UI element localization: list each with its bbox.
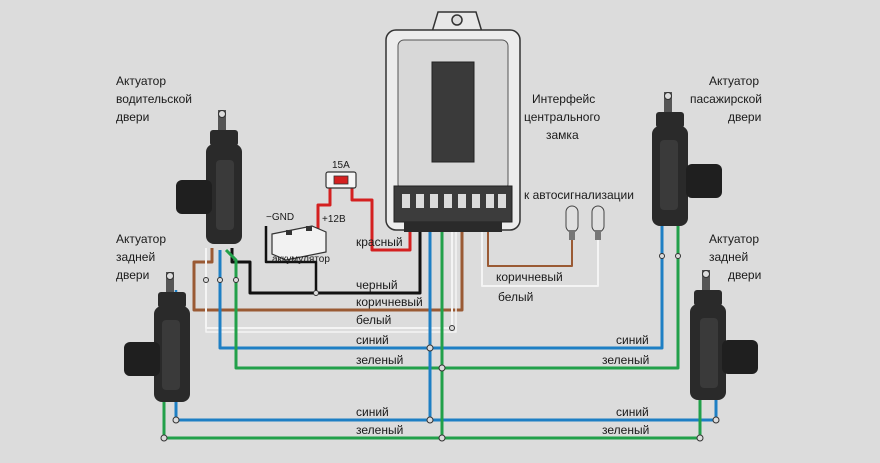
rear-left-actuator-label-2: задней [116, 250, 155, 264]
gnd-wire [264, 226, 318, 293]
wire-label-black: черный [356, 278, 398, 292]
driver-actuator-label-3: двери [116, 110, 149, 124]
brown-wire [192, 232, 464, 312]
passenger-actuator-label-2: пасажирской [690, 92, 762, 106]
green-wire-bottom [162, 400, 702, 440]
gnd-label: −GND [266, 212, 294, 223]
rear-right-actuator-label-3: двери [728, 268, 761, 282]
rear-left-actuator [124, 272, 190, 402]
wire-label-blue-mid-right: синий [616, 333, 649, 347]
black-wire [230, 232, 422, 295]
wire-label-green-bot-left: зеленый [356, 423, 403, 437]
interface-label-3: замка [546, 128, 579, 142]
driver-actuator-label-1: Актуатор [116, 74, 166, 88]
rear-right-actuator-label-1: Актуатор [709, 232, 759, 246]
junctions [160, 253, 720, 442]
rear-right-actuator-label-2: задней [709, 250, 748, 264]
passenger-actuator-label-3: двери [728, 110, 761, 124]
wire-label-blue-bot-right: синий [616, 405, 649, 419]
actuator-labels: Актуатор водительской двери Актуатор зад… [116, 74, 762, 282]
white-wire-lower [205, 232, 457, 333]
wire-label-blue-mid-left: синий [356, 333, 389, 347]
green-wire-mid [224, 226, 680, 370]
wire-label-blue-bot-left: синий [356, 405, 389, 419]
wire-label-white-left: белый [356, 313, 391, 327]
interface-labels: Интерфейс центрального замка к автосигна… [524, 92, 634, 202]
wire-label-green-mid-left: зеленый [356, 353, 403, 367]
interface-label-1: Интерфейс [532, 92, 595, 106]
fuse-label: 15А [332, 160, 350, 171]
wire-label-white-right: белый [498, 290, 533, 304]
power-labels: 15А +12В −GND аккумулятор [266, 160, 350, 265]
alarm-connectors [565, 205, 605, 240]
wire-label-green-mid-right: зеленый [602, 353, 649, 367]
passenger-actuator [652, 92, 722, 226]
blue-wire-bottom [174, 400, 718, 422]
brown-wire-alarm [487, 226, 573, 267]
battery [271, 225, 327, 261]
white-wire [205, 232, 453, 329]
interface-label-2: центрального [524, 110, 601, 124]
plus12-label: +12В [322, 214, 346, 225]
wire-label-brown-right: коричневый [496, 270, 563, 284]
rear-right-actuator [690, 270, 758, 400]
interface-module [385, 11, 521, 232]
battery-label: аккумулятор [272, 254, 330, 265]
wire-label-red: красный [356, 235, 403, 249]
wire-label-brown-left: коричневый [356, 295, 423, 309]
driver-actuator [176, 110, 242, 244]
to-alarm-label: к автосигнализации [524, 188, 634, 202]
wires [162, 188, 718, 440]
wire-label-green-bot-right: зеленый [602, 423, 649, 437]
red-wire [316, 188, 412, 252]
rear-left-actuator-label-3: двери [116, 268, 149, 282]
rear-left-actuator-label-1: Актуатор [116, 232, 166, 246]
wire-labels: красный черный коричневый белый синий зе… [356, 235, 649, 437]
driver-actuator-label-2: водительской [116, 92, 192, 106]
passenger-actuator-label-1: Актуатор [709, 74, 759, 88]
fuse [325, 171, 357, 189]
white-wire-alarm [481, 226, 599, 287]
